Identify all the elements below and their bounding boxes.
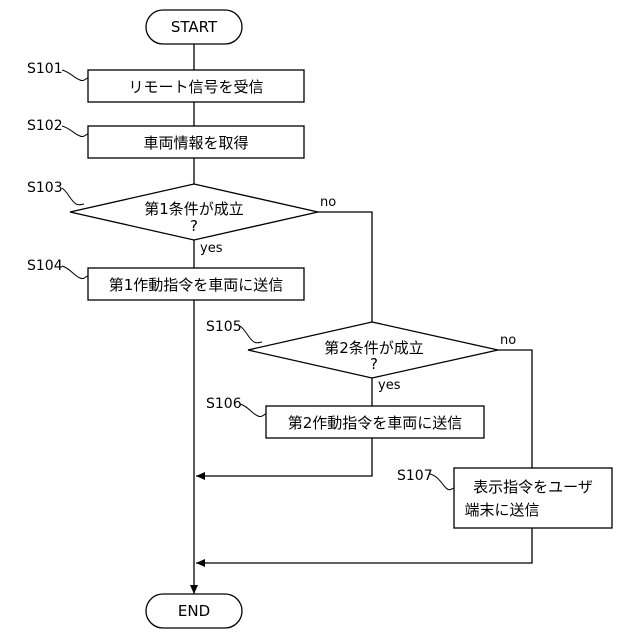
s103-no-label: no	[320, 195, 336, 210]
s105-no-label: no	[500, 333, 516, 348]
s104-leader	[62, 266, 88, 279]
s105-decision-text-line2: ?	[370, 355, 378, 373]
s102-process-text: 車両情報を取得	[143, 134, 248, 152]
s105-step-id: S105	[206, 319, 242, 335]
s101-leader	[62, 70, 88, 81]
s103-decision-text-line1: 第1条件が成立	[144, 200, 244, 218]
s103-decision-text-line2: ?	[190, 217, 198, 235]
connector-s106-merge	[196, 438, 372, 476]
connector-s103-no-s105	[318, 212, 372, 322]
s107-step-id: S107	[397, 468, 433, 484]
s103-leader	[62, 188, 84, 205]
s107-process-text-line1: 表示指令をユーザ	[473, 478, 593, 496]
s104-process-text: 第1作動指令を車両に送信	[109, 276, 284, 294]
s105-yes-label: yes	[378, 378, 401, 393]
s103-yes-label: yes	[200, 241, 223, 256]
connector-s107-merge	[196, 528, 532, 563]
s105-leader	[240, 326, 262, 343]
s103-step-id: S103	[27, 180, 63, 196]
start-label: START	[171, 18, 218, 36]
s107-leader	[430, 474, 454, 490]
s102-step-id: S102	[27, 118, 63, 134]
end-label: END	[178, 602, 210, 620]
connector-s105-no-s107	[498, 350, 532, 468]
s101-process-text: リモート信号を受信	[128, 78, 263, 96]
s104-step-id: S104	[27, 258, 63, 274]
s101-step-id: S101	[27, 61, 63, 77]
s107-process-text-line2: 端末に送信	[464, 501, 539, 519]
s107-process-box	[454, 468, 612, 528]
s106-leader	[240, 404, 266, 417]
s102-leader	[62, 126, 88, 137]
s106-process-text: 第2作動指令を車両に送信	[288, 414, 463, 432]
s106-step-id: S106	[206, 396, 242, 412]
